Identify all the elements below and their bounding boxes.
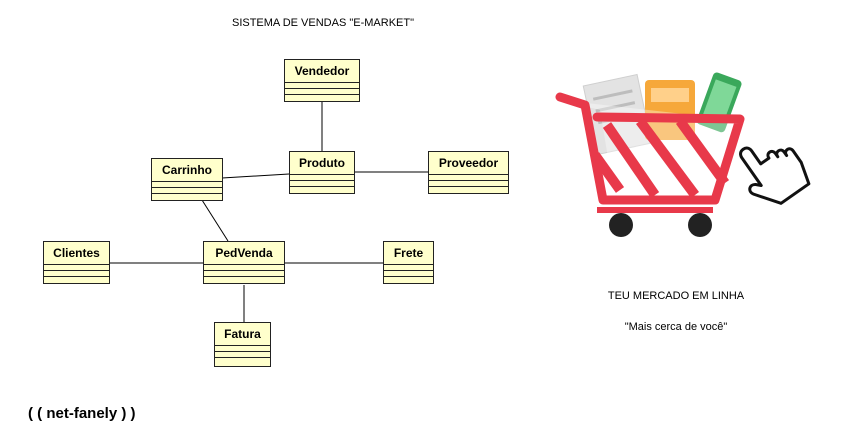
class-name: Vendedor [285,60,359,83]
class-clientes[interactable]: Clientes [43,241,110,284]
class-carrinho[interactable]: Carrinho [151,158,223,201]
shopping-cart-icon [555,72,811,237]
class-name: Produto [290,152,354,175]
class-proveedor[interactable]: Proveedor [428,151,509,194]
class-name: Clientes [44,242,109,265]
class-name: Frete [384,242,433,265]
class-produto[interactable]: Produto [289,151,355,194]
assoc-carrinho-produto [221,173,290,179]
footer-signature: ( ( net-fanely ) ) [28,405,136,422]
class-vendedor[interactable]: Vendedor [284,59,360,102]
hand-pointer-icon [739,146,811,205]
diagram-title: SISTEMA DE VENDAS "E-MARKET" [231,17,414,29]
class-pedvenda[interactable]: PedVenda [203,241,285,284]
brand-tagline: TEU MERCADO EM LINHA [607,290,745,302]
class-name: Fatura [215,323,270,346]
class-fatura[interactable]: Fatura [214,322,271,367]
class-frete[interactable]: Frete [383,241,434,284]
brand-slogan: "Mais cerca de você" [624,321,728,333]
class-name: Carrinho [152,159,222,182]
assoc-carrinho-pedvenda [201,199,229,242]
class-name: Proveedor [429,152,508,175]
class-name: PedVenda [204,242,284,265]
